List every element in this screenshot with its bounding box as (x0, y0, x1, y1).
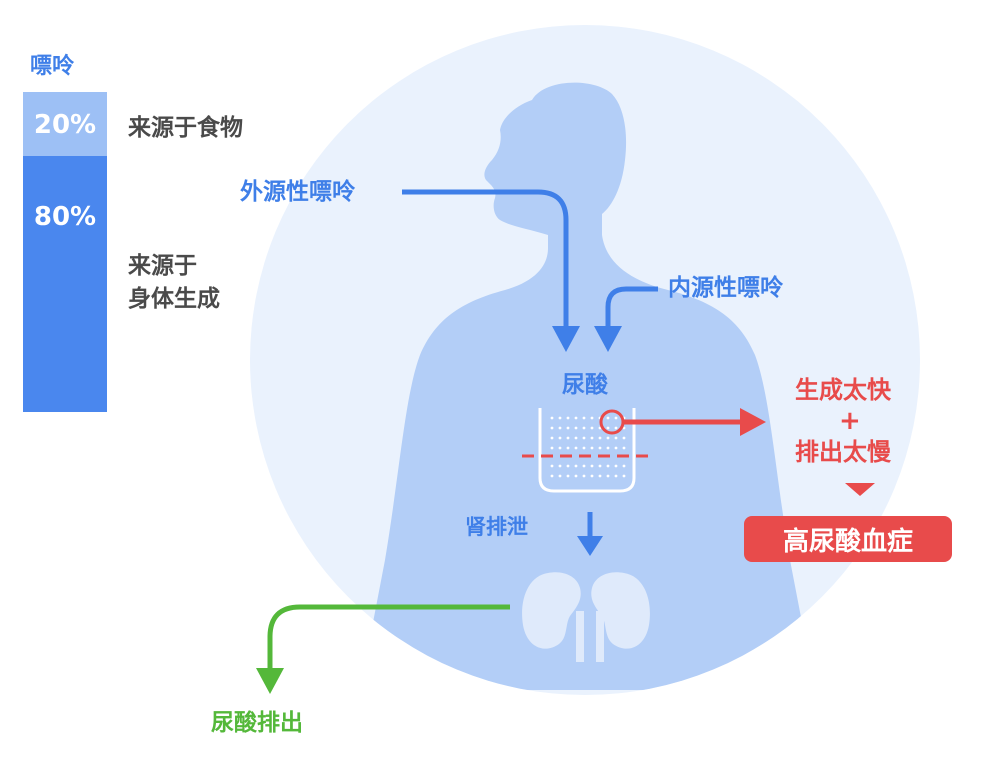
uric-acid-label: 尿酸 (562, 372, 608, 398)
result-down-triangle-icon (845, 483, 875, 496)
result-badge: 高尿酸血症 (744, 516, 952, 562)
kidneys-icon (522, 572, 650, 662)
cause-arrow-icon (599, 408, 766, 436)
food-source-description: 来源于食物 (128, 112, 243, 145)
food-source-description-line: 来源于食物 (128, 115, 243, 141)
uric-acid-excretion-label: 尿酸排出 (211, 710, 303, 736)
endogenous-purine-label: 内源性嘌呤 (668, 275, 783, 301)
cause-line-1: 生成太快 (795, 376, 891, 404)
cause-line-2: 排出太慢 (795, 438, 891, 466)
body-source-percent: 80% (33, 202, 97, 232)
exogenous-purine-label: 外源性嘌呤 (240, 179, 355, 205)
purine-bar-labels: 20% 80% (23, 92, 107, 412)
exogenous-arrow-icon (402, 189, 580, 352)
renal-down-arrow-icon (577, 512, 603, 556)
body-source-bar (23, 156, 107, 412)
food-source-percent: 20% (33, 110, 97, 140)
excretion-arrow-icon (256, 604, 510, 694)
uric-acid-container-icon (522, 408, 652, 493)
body-source-description: 来源于 身体生成 (128, 250, 220, 317)
endogenous-arrow-icon (594, 286, 658, 352)
body-source-description-line: 来源于 (128, 253, 197, 279)
cause-plus: + (839, 406, 861, 436)
food-source-bar (23, 92, 107, 156)
renal-excretion-label: 肾排泄 (465, 515, 528, 539)
body-silhouette-icon (360, 82, 815, 690)
purine-title: 嘌呤 (30, 54, 75, 79)
body-source-description-line: 身体生成 (128, 286, 220, 313)
